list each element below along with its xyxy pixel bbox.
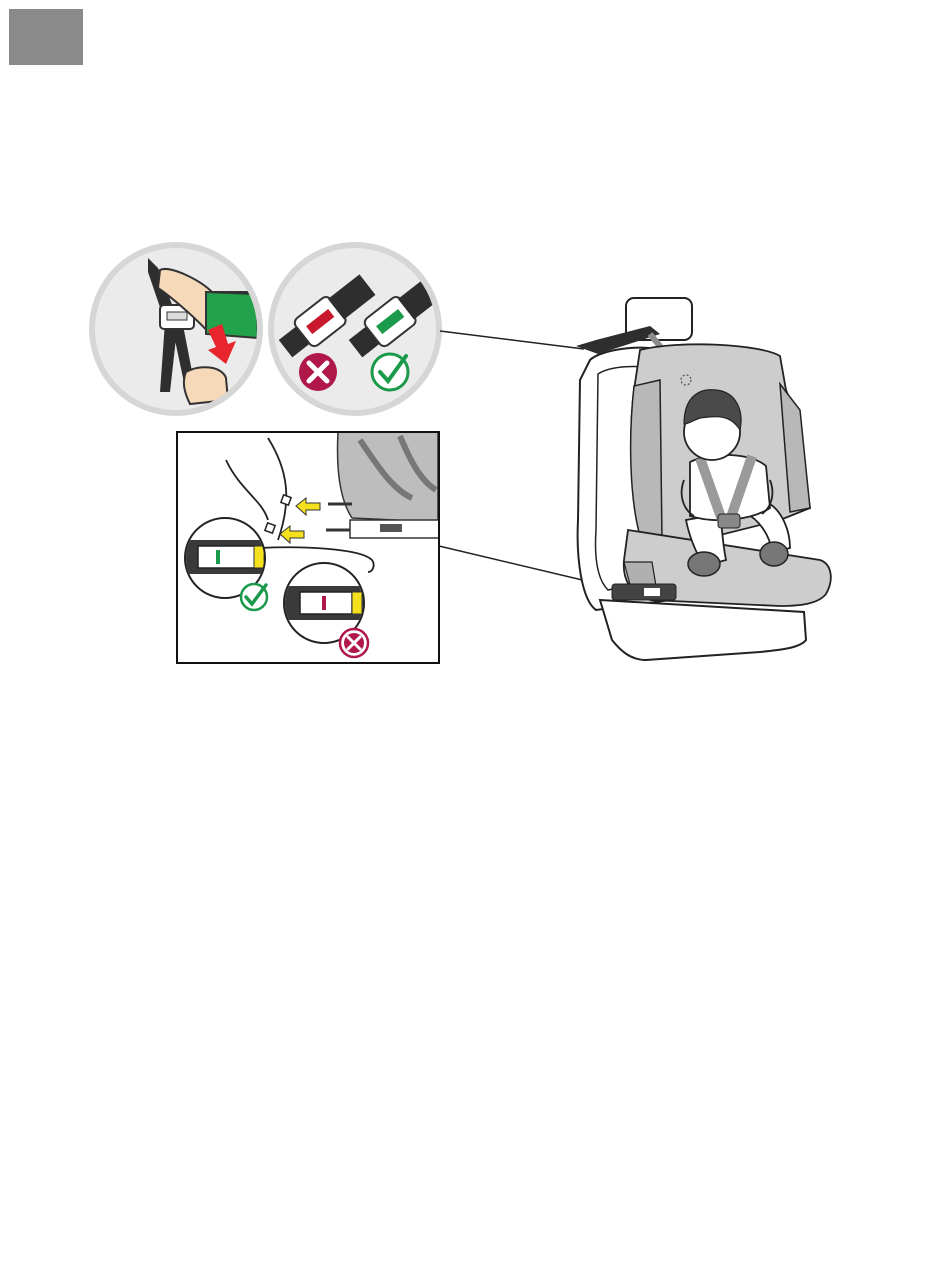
cross-icon [299,353,337,391]
check-icon [241,584,267,610]
car-seat-with-child [576,298,831,660]
buckle-check-panel [271,245,448,413]
leader-line-top [440,331,584,349]
pull-belt-panel [92,245,260,413]
check-icon [372,354,408,390]
cross-icon [340,629,368,657]
isofix-inset-panel [177,432,440,663]
